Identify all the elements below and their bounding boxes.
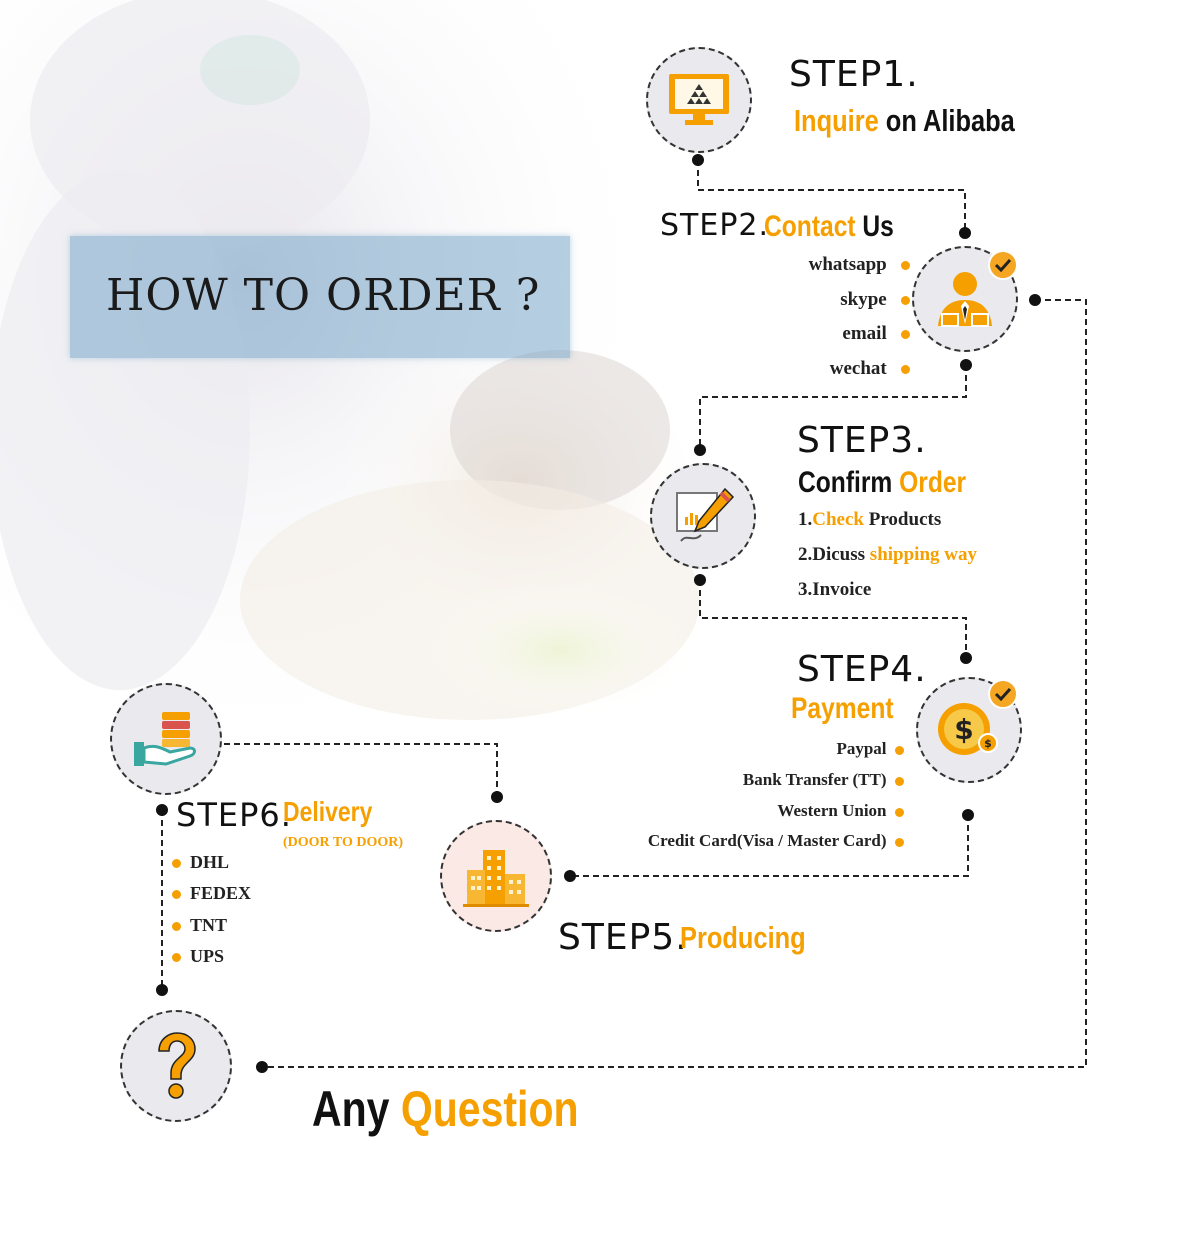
step3-title: Confirm Order bbox=[798, 466, 967, 499]
step6-title: Delivery bbox=[283, 796, 373, 827]
step6-circle bbox=[110, 683, 222, 795]
title-banner bbox=[70, 236, 570, 358]
payment-western-union: Western Union bbox=[777, 801, 904, 821]
payment-credit-card: Credit Card(Visa / Master Card) bbox=[648, 831, 904, 851]
step4-label: STEP4. bbox=[797, 649, 927, 690]
step1-label: STEP1. bbox=[789, 54, 919, 95]
step3-item-shipping: 2.Dicuss shipping way bbox=[798, 544, 977, 565]
step5-title: Producing bbox=[680, 920, 806, 955]
contact-email: email bbox=[842, 323, 910, 345]
svg-text:$: $ bbox=[954, 713, 973, 746]
step3-circle bbox=[650, 463, 756, 569]
contact-skype: skype bbox=[840, 289, 910, 311]
step3-item-invoice: 3.Invoice bbox=[798, 579, 872, 600]
step6-label: STEP6. bbox=[176, 796, 292, 834]
step4-title: Payment bbox=[791, 692, 894, 725]
contact-wechat: wechat bbox=[830, 358, 910, 380]
step1-title: Inquire on Alibaba bbox=[794, 103, 1015, 138]
customer-service-icon bbox=[938, 272, 992, 327]
step3-label: STEP3. bbox=[797, 420, 927, 461]
payment-list: Paypal Bank Transfer (TT) Western Union … bbox=[560, 736, 904, 856]
step1-circle bbox=[646, 47, 752, 153]
step2-check-icon bbox=[988, 250, 1018, 280]
step2-title: Contact Us bbox=[764, 210, 894, 243]
svg-text:$: $ bbox=[984, 737, 992, 750]
monitor-icon bbox=[669, 74, 729, 125]
carrier-ups: UPS bbox=[172, 946, 224, 967]
carrier-tnt: TNT bbox=[172, 915, 227, 936]
contact-whatsapp: whatsapp bbox=[809, 254, 910, 276]
carrier-fedex: FEDEX bbox=[172, 883, 251, 904]
hand-parcel-icon bbox=[134, 712, 196, 766]
contact-list: whatsapp skype email wechat bbox=[760, 250, 910, 390]
step5-circle bbox=[440, 820, 552, 932]
step2-label: STEP2. bbox=[660, 208, 770, 243]
question-mark-icon bbox=[158, 1032, 196, 1099]
step3-item-check: 1.Check Products bbox=[798, 509, 942, 530]
step4-check-icon bbox=[988, 679, 1018, 709]
payment-bank-transfer: Bank Transfer (TT) bbox=[743, 770, 904, 790]
carrier-dhl: DHL bbox=[172, 852, 229, 873]
connector-step5-step6 bbox=[222, 743, 498, 797]
dollar-coin-icon: $ $ bbox=[938, 703, 998, 755]
any-question-title: Any Question bbox=[312, 1081, 579, 1137]
payment-paypal: Paypal bbox=[836, 739, 904, 759]
question-circle bbox=[120, 1010, 232, 1122]
step6-subtitle: (DOOR TO DOOR) bbox=[283, 835, 404, 850]
factory-building-icon bbox=[463, 850, 529, 907]
page-title: HOW TO ORDER ? bbox=[106, 270, 541, 321]
edit-document-icon bbox=[676, 487, 735, 542]
step5-label: STEP5. bbox=[558, 917, 688, 958]
